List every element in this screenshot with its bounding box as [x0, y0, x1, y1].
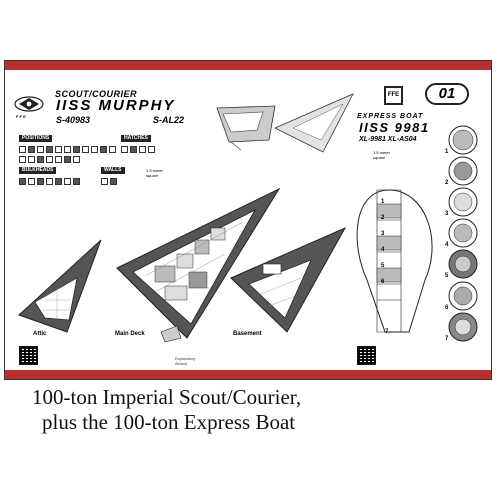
position-symbol [64, 146, 71, 153]
scout-code: S-40983 [56, 115, 91, 125]
wall-symbol [101, 178, 108, 185]
express-boat-scale-note: 1.5 meter square [373, 150, 390, 160]
bulkhead-symbol [73, 178, 80, 185]
section-number: 3 [445, 211, 449, 217]
position-symbol [82, 146, 89, 153]
position-symbol [37, 156, 44, 163]
wall-symbols [101, 178, 117, 185]
position-symbol [91, 146, 98, 153]
main-deck-label: Main Deck [115, 331, 145, 337]
attic-label: Attic [33, 331, 47, 337]
express-boat-plan [356, 189, 433, 333]
position-symbol [73, 156, 80, 163]
position-symbol [19, 146, 26, 153]
eb-deck-number: 5 [381, 263, 385, 269]
main-deck-plan [116, 187, 281, 343]
position-symbol [55, 156, 62, 163]
deck-plan-sheet: F F E SCOUT/COURIER IISS MURPHY S-40983 … [4, 60, 492, 380]
explore-airlock-label: Exploratory Airlock [175, 356, 196, 366]
bulkhead-symbol [64, 178, 71, 185]
scout-name: IISS MURPHY [56, 97, 176, 114]
position-symbol [37, 146, 44, 153]
section-number: 6 [445, 305, 449, 311]
position-symbol [46, 156, 53, 163]
legend-hatches: HATCHES [121, 135, 151, 142]
hatch-symbol [139, 146, 146, 153]
eb-deck-number: 7 [385, 329, 389, 335]
eb-deck-number: 4 [381, 247, 385, 253]
wall-symbol [110, 178, 117, 185]
bulkhead-symbol [37, 178, 44, 185]
position-symbols-row2 [19, 156, 80, 163]
legend-positions: POSITIONS [19, 135, 53, 142]
position-symbol [28, 156, 35, 163]
bulkhead-symbol [19, 178, 26, 185]
scout-type: SCOUT/COURIER [55, 89, 138, 99]
attic-deck-plan [18, 239, 102, 333]
section-number: 5 [445, 273, 449, 279]
legend-walls: WALLS [101, 167, 125, 174]
position-symbol [109, 146, 116, 153]
eb-deck-number: 6 [381, 279, 385, 285]
position-symbol [73, 146, 80, 153]
ship-render-illustration [216, 93, 354, 153]
bottom-red-band [5, 370, 491, 379]
hatch-symbols [121, 146, 155, 153]
bulkhead-symbol [28, 178, 35, 185]
cross-section-circles [448, 125, 478, 342]
sheet-number: 01 [425, 83, 469, 105]
bulkhead-symbol [46, 178, 53, 185]
eb-deck-number: 1 [381, 199, 385, 205]
position-symbol [55, 146, 62, 153]
scout-code-alt: S-AL22 [153, 115, 185, 125]
section-number: 7 [445, 336, 449, 342]
position-symbol [28, 146, 35, 153]
section-number: 1 [445, 149, 449, 155]
qr-code-icon [19, 346, 38, 365]
basement-deck-plan [230, 226, 347, 333]
position-symbol [46, 146, 53, 153]
eb-deck-number: 2 [381, 215, 385, 221]
express-boat-name: IISS 9981 [359, 120, 430, 135]
ffe-logo-icon [14, 96, 44, 112]
position-symbol [100, 146, 107, 153]
hatch-symbol [148, 146, 155, 153]
position-symbol [19, 156, 26, 163]
legend-bulkheads: BULKHEADS [19, 167, 57, 174]
express-boat-codes: XL-9981 XL-AS04 [359, 136, 417, 143]
bulkhead-symbol [55, 178, 62, 185]
top-red-band [5, 61, 491, 70]
bulkhead-symbols [19, 178, 80, 185]
sheet-body: F F E SCOUT/COURIER IISS MURPHY S-40983 … [5, 70, 491, 370]
position-symbol [64, 156, 71, 163]
qr-code-icon [357, 346, 376, 365]
hatch-symbol [130, 146, 137, 153]
logo-caption: F F E [16, 114, 26, 119]
caption-line-1: 100-ton Imperial Scout/Courier, [32, 385, 302, 409]
section-number: 2 [445, 180, 449, 186]
section-number: 4 [445, 242, 449, 248]
basement-label: Basement [233, 331, 262, 337]
hatch-symbol [121, 146, 128, 153]
eb-deck-number: 3 [381, 231, 385, 237]
express-boat-type: EXPRESS BOAT [357, 113, 424, 120]
scout-scale-note: 1.5 meter square [146, 168, 163, 178]
position-symbols [19, 146, 116, 153]
ffe-badge: FFE [384, 86, 403, 105]
caption-line-2: plus the 100-ton Express Boat [42, 410, 296, 434]
deck-plan-drawing [18, 93, 478, 343]
